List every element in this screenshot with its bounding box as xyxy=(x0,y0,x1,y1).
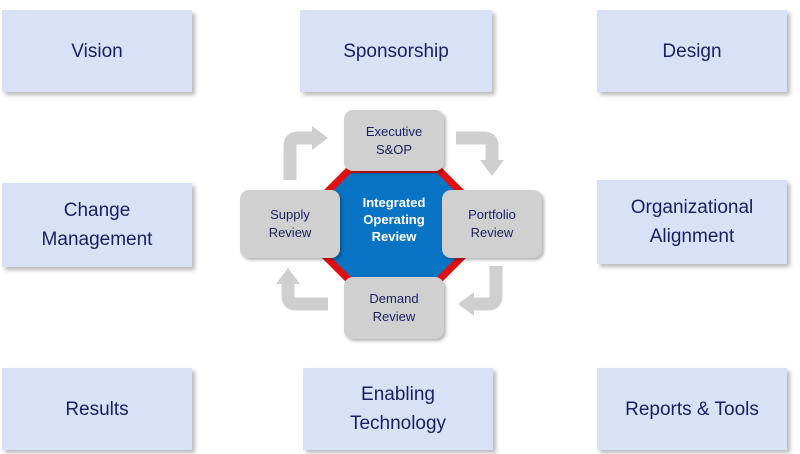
supply-review-node: Supply Review xyxy=(240,190,340,258)
arrowhead-portfolio-icon xyxy=(480,160,504,176)
integrated-operating-review-label: Integrated Operating Review xyxy=(362,194,426,244)
arrow-demand-to-supply-icon xyxy=(281,282,328,311)
arrow-portfolio-to-demand-icon xyxy=(472,266,503,311)
portfolio-review-label: Portfolio Review xyxy=(468,207,516,240)
arrowhead-supply-icon xyxy=(276,268,300,284)
demand-review-node: Demand Review xyxy=(344,277,444,339)
results-box: Results xyxy=(2,368,192,450)
executive-sop-node: Executive S&OP xyxy=(344,110,444,171)
portfolio-review-node: Portfolio Review xyxy=(442,190,542,258)
integrated-operating-review-center: Integrated Operating Review xyxy=(344,188,444,250)
supply-review-label: Supply Review xyxy=(268,207,312,240)
design-box: Design xyxy=(597,10,787,92)
cycle-graphic xyxy=(276,126,504,316)
operating-review-cycle: Executive S&OP Portfolio Review Demand R… xyxy=(230,100,550,350)
vision-label: Vision xyxy=(71,40,123,62)
arrowhead-demand-icon xyxy=(458,292,474,316)
demand-review-label: Demand Review xyxy=(369,291,419,324)
change-management-label: Change Management xyxy=(41,200,153,250)
arrow-executive-to-portfolio-icon xyxy=(456,131,499,162)
arrow-supply-to-executive-icon xyxy=(283,131,314,180)
results-label: Results xyxy=(65,398,129,420)
organizational-alignment-box: Organizational Alignment xyxy=(597,180,787,264)
enabling-technology-label: Enabling Technology xyxy=(349,384,447,434)
design-label: Design xyxy=(662,40,722,62)
organizational-alignment-label: Organizational Alignment xyxy=(630,197,754,247)
change-management-box: Change Management xyxy=(2,183,192,267)
reports-tools-label: Reports & Tools xyxy=(625,398,759,420)
vision-box: Vision xyxy=(2,10,192,92)
blue-octagon-center xyxy=(317,173,471,277)
arrowhead-executive-icon xyxy=(312,126,328,150)
sponsorship-label: Sponsorship xyxy=(343,40,449,62)
sponsorship-box: Sponsorship xyxy=(300,10,492,92)
executive-sop-label: Executive S&OP xyxy=(365,123,423,157)
enabling-technology-box: Enabling Technology xyxy=(303,368,493,450)
reports-tools-box: Reports & Tools xyxy=(597,368,787,450)
